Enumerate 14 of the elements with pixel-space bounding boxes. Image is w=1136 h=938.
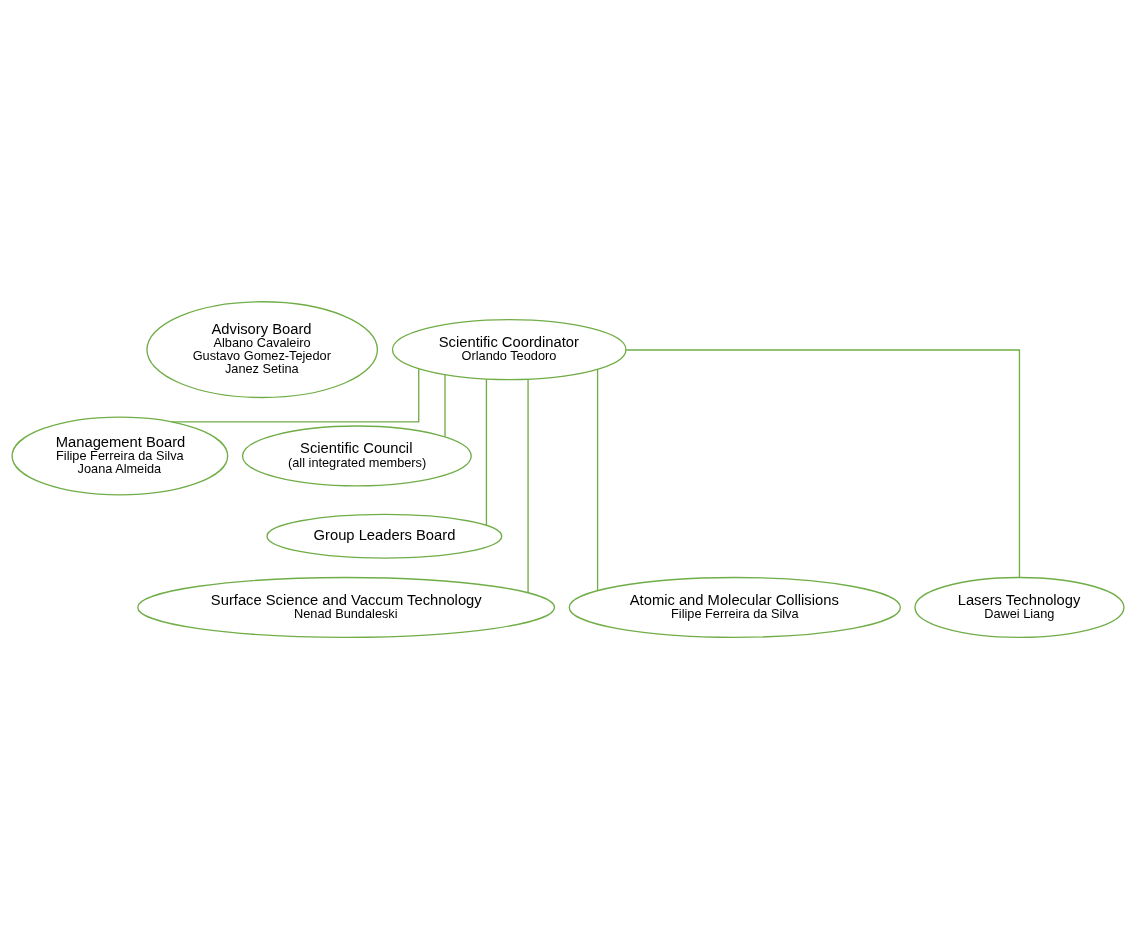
connector [444, 373, 446, 437]
connector [596, 368, 599, 591]
connector [171, 367, 420, 422]
node-ellipse: Group Leaders Board [266, 513, 503, 559]
connector [485, 377, 488, 526]
connector [527, 378, 529, 593]
connector [625, 348, 1021, 578]
node-ellipse: Management Board Filipe Ferreira da Silva Joana Almeida [11, 415, 229, 496]
node-ellipse: Surface Science and Vaccum Technology Nenad Bundaleski [137, 576, 556, 638]
node-ellipse: Scientific Council (all integrated members) [241, 424, 472, 487]
node-ellipse: Scientific Coordinator Orlando Teodoro [391, 318, 627, 380]
node-ellipse: Advisory Board Albano Cavaleiro Gustavo Gomez-Tejedor Janez Setina [146, 300, 379, 398]
node-ellipse: Lasers Technology Dawei Liang [914, 576, 1125, 638]
node-ellipse: Atomic and Molecular Collisions Filipe Ferreira da Silva [568, 576, 901, 638]
